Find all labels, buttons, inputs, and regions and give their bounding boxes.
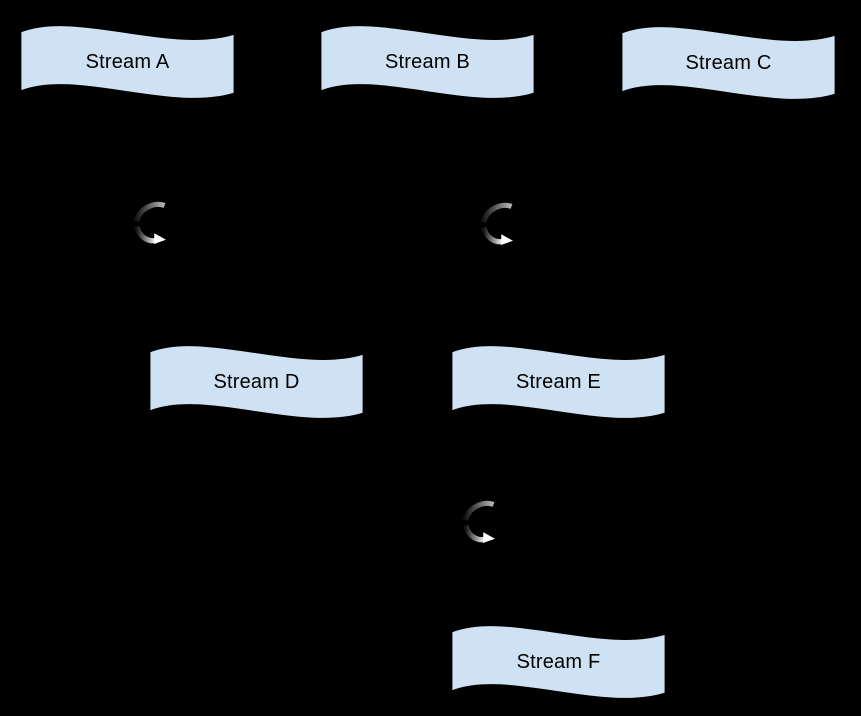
wave-flag-shape xyxy=(320,24,535,100)
curved-rotate-arrow-icon xyxy=(463,500,495,543)
node-stream-d: Stream D xyxy=(149,344,364,420)
curved-rotate-arrow-glyph xyxy=(481,202,513,245)
arrowhead xyxy=(483,532,495,543)
curved-rotate-arrow-glyph xyxy=(134,201,166,244)
wave-flag-shape xyxy=(451,344,666,420)
curved-rotate-arrow-icon xyxy=(134,201,166,244)
curved-rotate-arrow-icon xyxy=(481,202,513,245)
wave-flag-shape xyxy=(20,24,235,100)
node-stream-e: Stream E xyxy=(451,344,666,420)
wave-flag-shape xyxy=(149,344,364,420)
arrowhead xyxy=(501,234,513,245)
node-stream-c: Stream C xyxy=(621,25,836,101)
curved-rotate-arrow-glyph xyxy=(463,500,495,543)
arrowhead xyxy=(154,233,166,244)
wave-flag-shape xyxy=(621,25,836,101)
node-stream-b: Stream B xyxy=(320,24,535,100)
node-stream-f: Stream F xyxy=(451,624,666,700)
node-stream-a: Stream A xyxy=(20,24,235,100)
wave-flag-shape xyxy=(451,624,666,700)
